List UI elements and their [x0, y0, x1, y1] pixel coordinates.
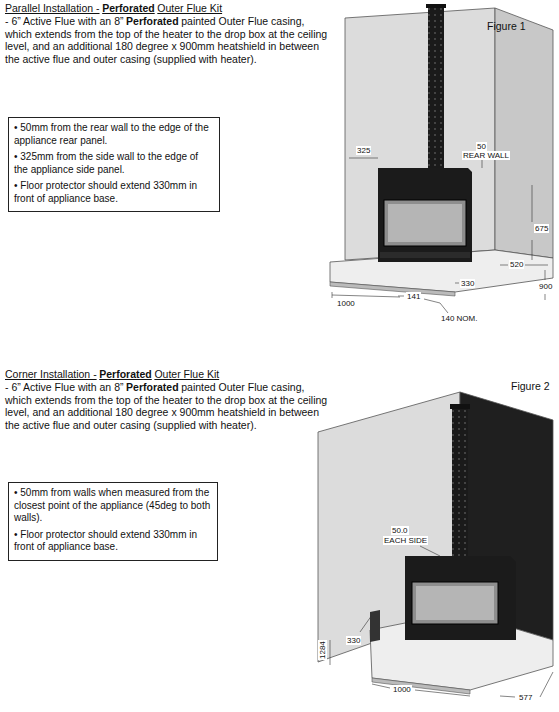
text-run: Perforated — [126, 381, 179, 393]
text-run: Parallel Installation - — [5, 2, 100, 14]
dimension: 330 — [460, 279, 475, 288]
note-box: • 50mm from the rear wall to the edge of… — [8, 117, 220, 212]
dimension: 675 — [534, 224, 549, 233]
dimension: 900 — [538, 282, 553, 291]
section-heading: Corner Installation -PerforatedOuter Flu… — [5, 368, 335, 381]
dimension: 520 — [509, 260, 524, 269]
dimension: 1000 — [392, 685, 412, 694]
text-run: Corner Installation - — [5, 368, 97, 380]
dimension: 1284 — [318, 640, 327, 660]
note-text: • 50mm from the rear wall to the edge of… — [14, 122, 214, 147]
note-text: • 50mm from walls when measured from the… — [14, 487, 212, 525]
text-run: - 6” Active Flue with an 8” — [5, 381, 123, 393]
note-box: • 50mm from walls when measured from the… — [8, 482, 218, 561]
dimension: 50.0 — [391, 526, 409, 535]
dimension-note: EACH SIDE — [383, 536, 428, 545]
section-heading: Parallel Installation -PerforatedOuter F… — [5, 2, 335, 15]
note-text: • Floor protector should extend 330mm in… — [14, 529, 212, 554]
parallel-figure — [330, 4, 553, 313]
text-run: Perforated — [126, 15, 179, 27]
flue-description: - 6” Active Flue with an 8”Perforatedpai… — [5, 381, 330, 431]
text-run: Outer Flue Kit — [154, 368, 219, 380]
corner-figure — [318, 392, 553, 697]
dimension: 1000 — [336, 299, 356, 308]
figure-label: Figure 2 — [510, 380, 551, 392]
dimension: 325 — [356, 146, 371, 155]
note-text: • 325mm from the side wall to the edge o… — [14, 151, 214, 176]
dimension: 577 — [518, 693, 533, 702]
dimension: 141 — [406, 292, 421, 301]
figure-label: Figure 1 — [486, 20, 527, 32]
dimension-note: REAR WALL — [462, 151, 510, 160]
text-run: Outer Flue Kit — [157, 2, 222, 14]
text-run: - 6” Active Flue with an 8” — [5, 15, 123, 27]
text-run: Perforated — [99, 368, 152, 380]
flue-description: - 6” Active Flue with an 8”Perforatedpai… — [5, 15, 330, 65]
note-text: • Floor protector should extend 330mm in… — [14, 180, 214, 205]
dimension-note: 140 NOM. — [440, 314, 478, 323]
dimension: 50 — [476, 142, 487, 151]
dimension: 330 — [346, 636, 361, 645]
text-run: Perforated — [102, 2, 155, 14]
